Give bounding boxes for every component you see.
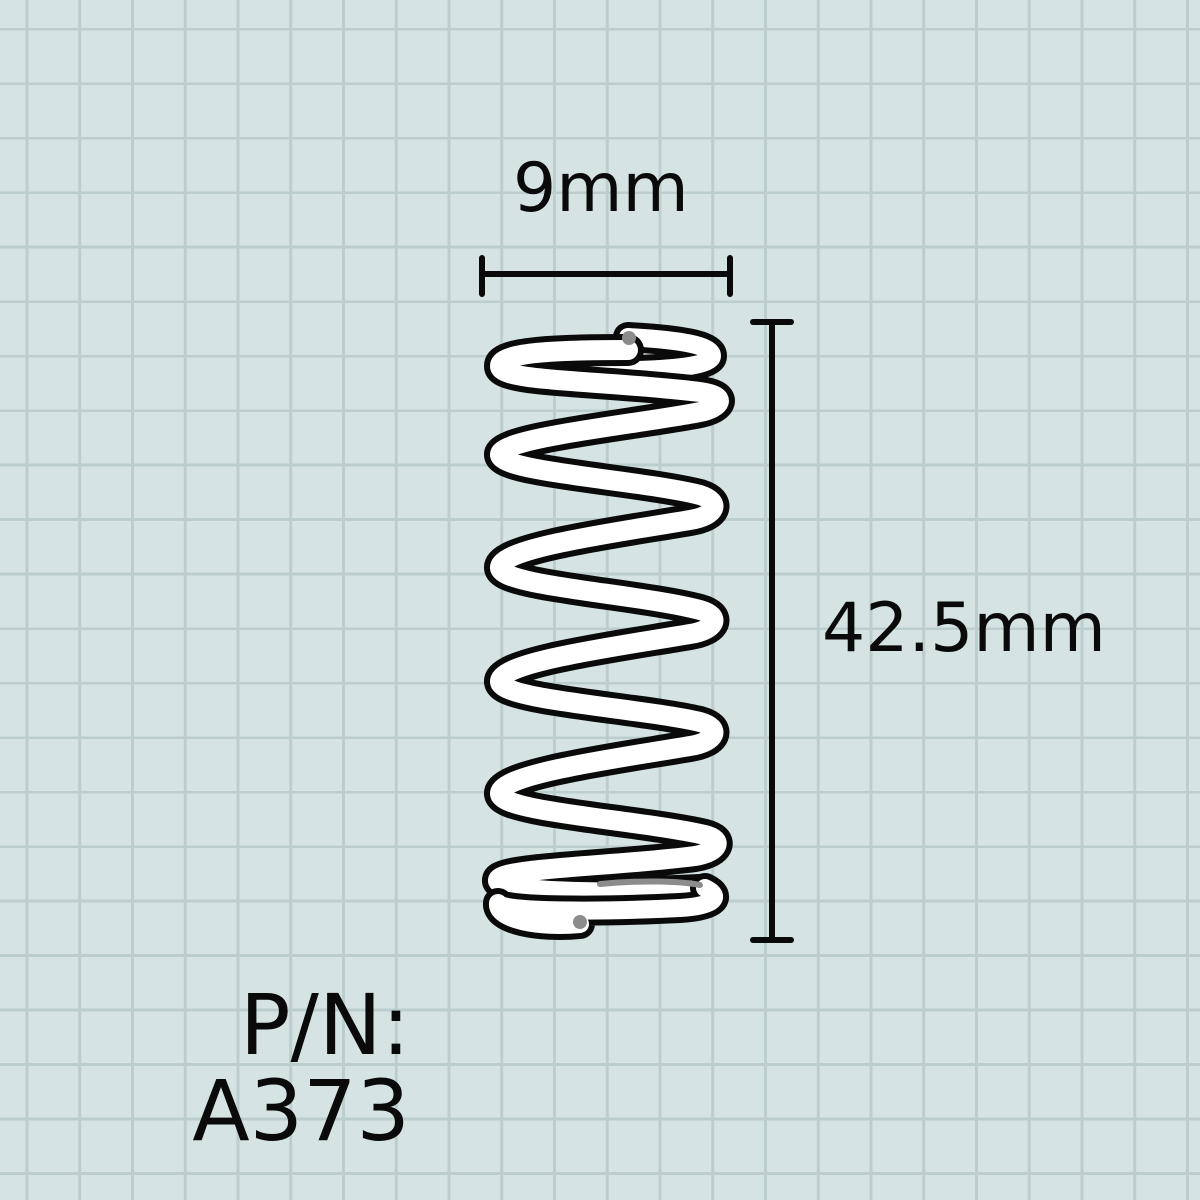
wire-end-top	[622, 331, 636, 345]
part-number-prefix: P/N:	[239, 976, 410, 1074]
width-dimension-label: 9mm	[513, 149, 689, 228]
height-dimension-line	[750, 319, 794, 943]
height-dimension-label: 42.5mm	[822, 589, 1106, 668]
part-number-value: A373	[192, 1062, 410, 1160]
wire-end-bottom	[573, 915, 587, 929]
part-number: P/N: A373	[190, 982, 410, 1154]
spring-icon	[482, 322, 735, 941]
width-dimension-line	[479, 255, 733, 297]
